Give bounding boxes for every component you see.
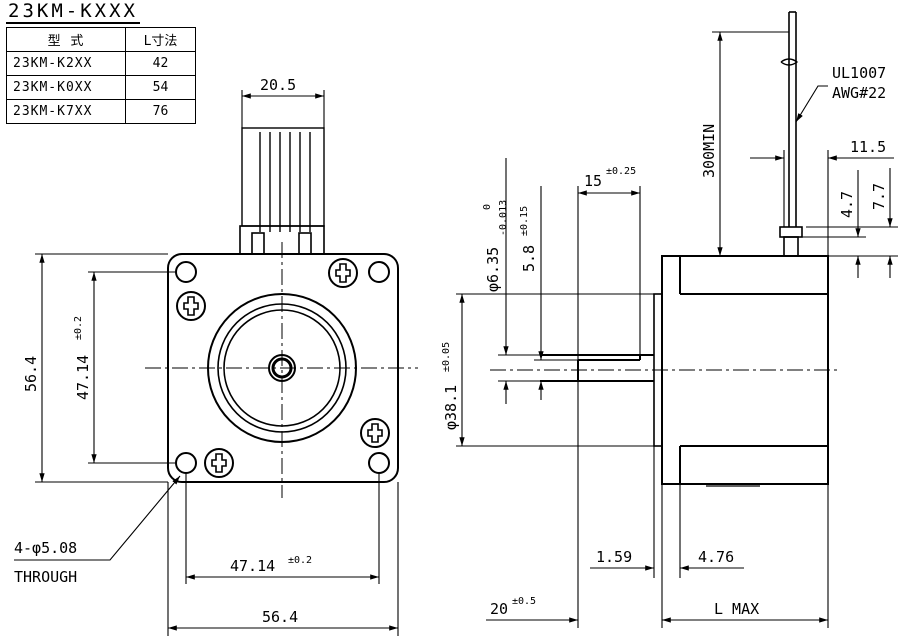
label-hole-pitch-vertical-tol: ±0.2 (73, 316, 84, 340)
header-l-dimension: L寸法 (125, 27, 196, 52)
table-row: 23KM-K2XX 42 (6, 51, 196, 76)
side-labels: UL1007 AWG#22 300MIN 11.5 4.7 7.7 15 ±0.… (441, 64, 888, 618)
label-lead-offset: 11.5 (850, 138, 886, 156)
label-lead-width: 20.5 (260, 76, 296, 94)
cell-l: 42 (125, 51, 196, 76)
side-view (490, 11, 840, 487)
label-pilot-thickness: 1.59 (596, 548, 632, 566)
label-dim-7-7: 7.7 (870, 183, 888, 210)
table-header-row: 型 式 L寸法 (6, 27, 196, 52)
mount-hole-tr (368, 261, 390, 283)
cell-model: 23KM-K0XX (6, 75, 126, 100)
mount-hole-tl (175, 261, 197, 283)
label-lead-spec-2: AWG#22 (832, 84, 886, 102)
motor-body-side (661, 255, 829, 487)
label-pilot-dia: φ38.1 (442, 385, 460, 430)
screw-left (176, 291, 206, 321)
mount-hole-br (368, 452, 390, 474)
front-center-lines (145, 242, 418, 498)
label-flat-depth-tol: ±0.15 (519, 206, 530, 236)
label-shaft-dia-group: φ6.35 0 -0.013 (482, 200, 509, 292)
screw-right (360, 418, 390, 448)
label-flange-thickness: 4.76 (698, 548, 734, 566)
label-flat-depth: 5.8 (520, 245, 538, 272)
label-dim-4-7: 4.7 (838, 191, 856, 218)
label-shaft-dia: φ6.35 (484, 247, 502, 292)
label-holes-note: THROUGH (14, 568, 77, 586)
header-model: 型 式 (6, 27, 126, 52)
label-shaft-length: 20 (490, 600, 508, 618)
screw-top-right (328, 258, 358, 288)
table-row: 23KM-K7XX 76 (6, 99, 196, 124)
label-hole-pitch-horizontal: 47.14 (230, 557, 275, 575)
label-body-length: L MAX (714, 600, 759, 618)
label-flat-length: 15 (584, 172, 602, 190)
lead-connector-side (779, 226, 803, 257)
label-lead-spec-1: UL1007 (832, 64, 886, 82)
label-flat-length-tol: ±0.25 (606, 166, 636, 177)
label-flat-depth-group: 5.8 ±0.15 (519, 206, 538, 272)
front-view (145, 127, 418, 498)
cell-model: 23KM-K7XX (6, 99, 126, 124)
table-title: 23KM-KXXX (6, 0, 140, 24)
label-body-height: 56.4 (22, 356, 40, 392)
label-hole-pitch-vertical: 47.14 (74, 355, 92, 400)
lead-wire-side (780, 11, 799, 227)
screw-bottom (204, 448, 234, 478)
label-shaft-length-tol: ±0.5 (512, 596, 536, 607)
side-dimensions (456, 31, 898, 628)
table-row: 23KM-K0XX 54 (6, 75, 196, 100)
cell-l: 76 (125, 99, 196, 124)
front-labels: 20.5 56.4 47.14 ±0.2 47.14 ±0.2 56.4 4-φ… (14, 76, 312, 626)
label-pilot-dia-tol: ±0.05 (441, 342, 452, 372)
label-shaft-dia-tol-upper: 0 (482, 204, 493, 210)
label-hole-pitch-horizontal-tol: ±0.2 (288, 555, 312, 566)
label-shaft-dia-tol-lower: -0.013 (498, 200, 509, 236)
mount-hole-bl (175, 452, 197, 474)
shaft-side (540, 354, 654, 382)
label-lead-length: 300MIN (700, 124, 718, 178)
label-body-width: 56.4 (262, 608, 298, 626)
lead-wires (241, 127, 325, 232)
label-hole-pitch-vertical-group: 47.14 ±0.2 (73, 316, 92, 400)
spec-table: 型 式 L寸法 23KM-K2XX 42 23KM-K0XX 54 23KM-K… (6, 27, 196, 124)
front-dimensions (14, 90, 399, 636)
label-holes: 4-φ5.08 (14, 539, 77, 557)
label-pilot-dia-group: φ38.1 ±0.05 (441, 342, 460, 430)
cell-l: 54 (125, 75, 196, 100)
